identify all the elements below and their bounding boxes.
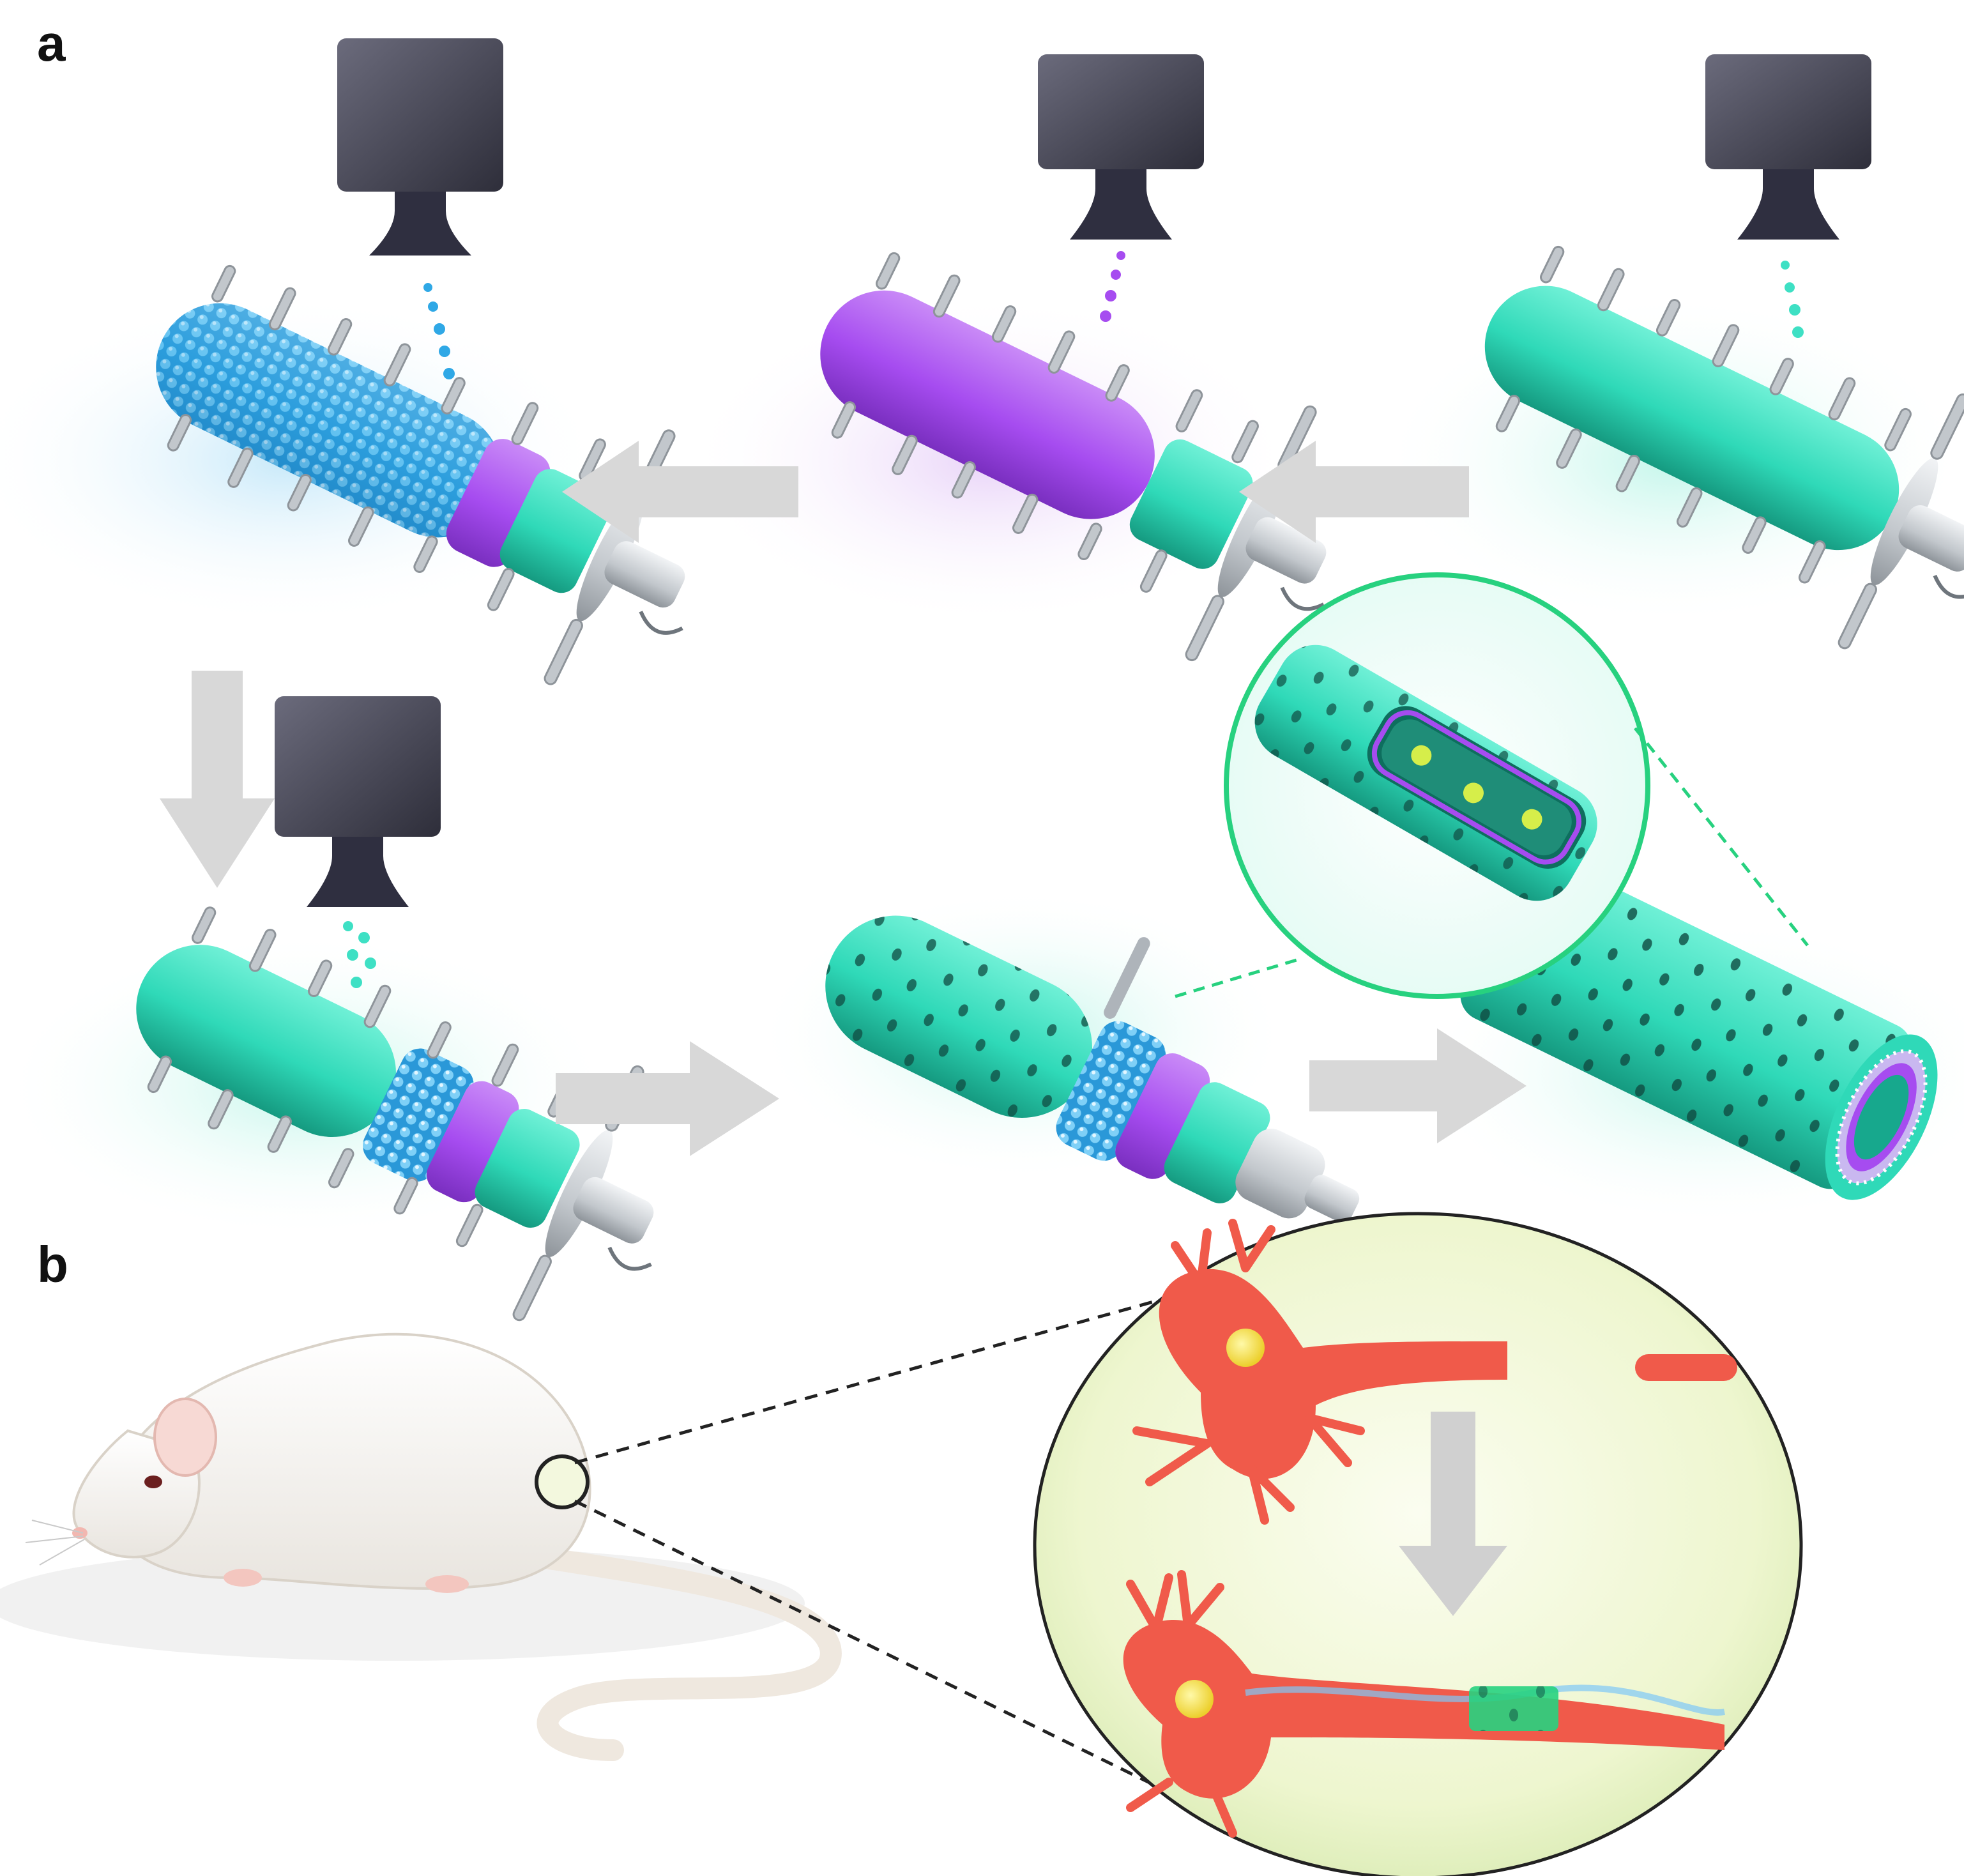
panel-label-a: a [37, 15, 66, 72]
regeneration-arrow [1399, 1412, 1507, 1616]
arrow-down [160, 671, 275, 888]
rotation-arrow-icon [639, 611, 683, 635]
electrospray-nozzle-icon [1705, 54, 1871, 338]
rotation-arrow-icon [1280, 586, 1325, 611]
arrow-right-1 [556, 1041, 779, 1156]
electrospray-nozzle-icon [275, 696, 441, 988]
neuron-icon [1132, 1219, 1737, 1525]
purple-layer [446, 439, 551, 567]
rat-icon [0, 1332, 842, 1761]
teal-layer [1129, 439, 1253, 569]
arrow-left-2 [1239, 441, 1469, 543]
nerve-regeneration-zoom [1033, 1212, 1803, 1876]
zoom-line-bottom [574, 1499, 1215, 1816]
purple-layer [820, 290, 1155, 519]
rotating-pin-mandrel-icon [156, 264, 685, 685]
process-arrows [160, 441, 1526, 1156]
rotating-pin-mandrel-icon [1484, 245, 1964, 650]
nerve-site-marker [535, 1454, 590, 1509]
electrospray-nozzle-icon [337, 38, 503, 379]
teal-layer [136, 945, 396, 1137]
rotation-arrow-icon [607, 1246, 652, 1271]
teal-layer [1484, 286, 1899, 551]
purple-layer [1115, 1053, 1210, 1179]
purple-layer [426, 1081, 519, 1203]
blue-bead-layer [1056, 1021, 1166, 1161]
removed-pin [1104, 937, 1150, 1019]
conduit-cross-section-zoom [1175, 572, 1809, 999]
rotating-pin-mandrel-icon [136, 906, 654, 1322]
neuron-icon [1123, 1570, 1725, 1838]
rotation-arrow-icon [1933, 574, 1964, 599]
layered-conduit-on-mandrel [825, 915, 1360, 1223]
electrospray-nozzle-icon [1038, 54, 1204, 322]
panel-label-b: b [37, 1236, 68, 1293]
blue-bead-layer [363, 1048, 474, 1182]
arrow-right-2 [1309, 1028, 1526, 1143]
arrow-left-1 [562, 441, 798, 543]
